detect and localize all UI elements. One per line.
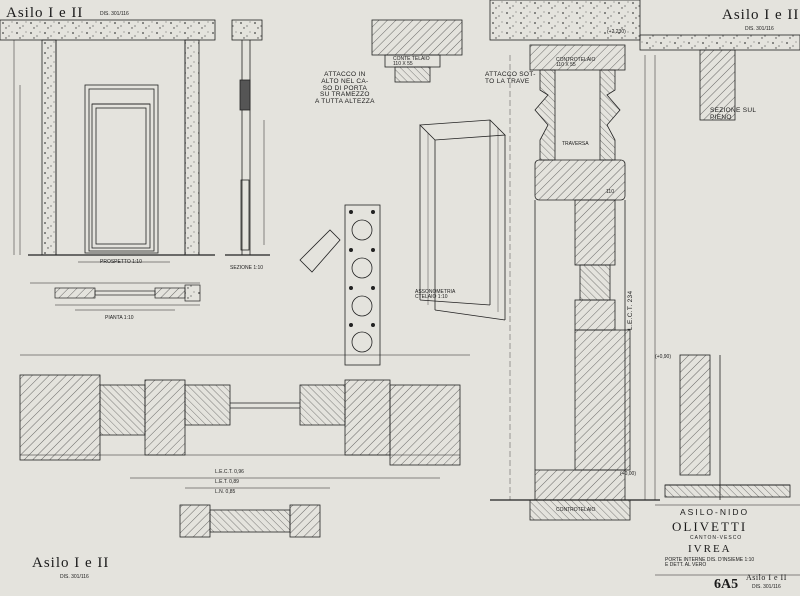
dim-000: (+0,00) [620, 471, 636, 477]
label-attacco-in-alto: ATTACCO IN ALTO NEL CA- SO DI PORTA SU T… [315, 71, 375, 106]
title-asilo-top-left: Asilo I e II [6, 5, 84, 21]
label-controtelaio-top: CONTROTELAIO 110 X 55 [556, 57, 596, 69]
sheet-number: 6A5 [714, 577, 739, 592]
label-sezione-pieno: SEZIONE SUL PIENO [710, 107, 757, 121]
assonometria-frame [419, 119, 506, 321]
label-lect-vertical: L.E.C.T. 234 [627, 290, 634, 330]
dim-110: 110 [606, 189, 614, 195]
label-pianta: PIANTA 1:10 [105, 315, 134, 321]
prospetto-elevation [0, 19, 216, 263]
label-conte-telaio: CONTE TELAIO 110 X 55 [393, 56, 430, 68]
title-company: OLIVETTI [672, 519, 748, 534]
vertical-section [489, 0, 660, 521]
plan-section [19, 354, 470, 538]
title-asilo-top-right: Asilo I e II [722, 7, 800, 23]
pianta-plan [30, 282, 201, 311]
ref-bottom-right: DIS. 301/116 [752, 584, 781, 590]
title-description: PORTE INTERNE DIS. D'INSIEME 1:10 E DETT… [665, 557, 755, 569]
label-prospetto: PROSPETTO 1:10 [100, 259, 142, 265]
attacco-in-alto-detail [371, 19, 463, 83]
label-traversa: TRAVERSA [562, 141, 589, 147]
title-city: IVREA [688, 543, 732, 555]
title-asilo-bottom-right: Asilo I e II [746, 573, 787, 582]
label-controtelaio-bottom: CONTROTELAIO [556, 507, 596, 513]
ref-bottom-left: DIS. 301/116 [60, 574, 89, 580]
label-assonometria: ASSONOMETRIA CTELAIO 1:10 [415, 289, 456, 301]
perforated-strip [299, 204, 381, 366]
sezione-pieno [639, 34, 800, 500]
ref-top-right: DIS. 301/116 [745, 26, 774, 32]
title-place: CANTON-VESCO [690, 535, 743, 541]
title-block-frame [655, 504, 800, 576]
plan-dim-1: L.E.C.T. 0,96 [215, 469, 244, 475]
dim-top-level: (+2,230) [607, 29, 626, 35]
label-sezione-110: SEZIONE 1:10 [230, 265, 264, 271]
label-attacco-sotto: ATTACCO SOT- TO LA TRAVE [485, 71, 536, 85]
title-asilo-bottom-left: Asilo I e II [32, 555, 110, 571]
plan-dim-3: L.N. 0,85 [215, 489, 236, 495]
ref-top-left: DIS. 301/116 [100, 11, 129, 17]
sezione-jamb [225, 19, 270, 256]
plan-dim-2: L.E.T. 0,89 [215, 479, 239, 485]
title-project: ASILO-NIDO [680, 507, 750, 517]
dim-90: (+0,90) [655, 354, 671, 360]
